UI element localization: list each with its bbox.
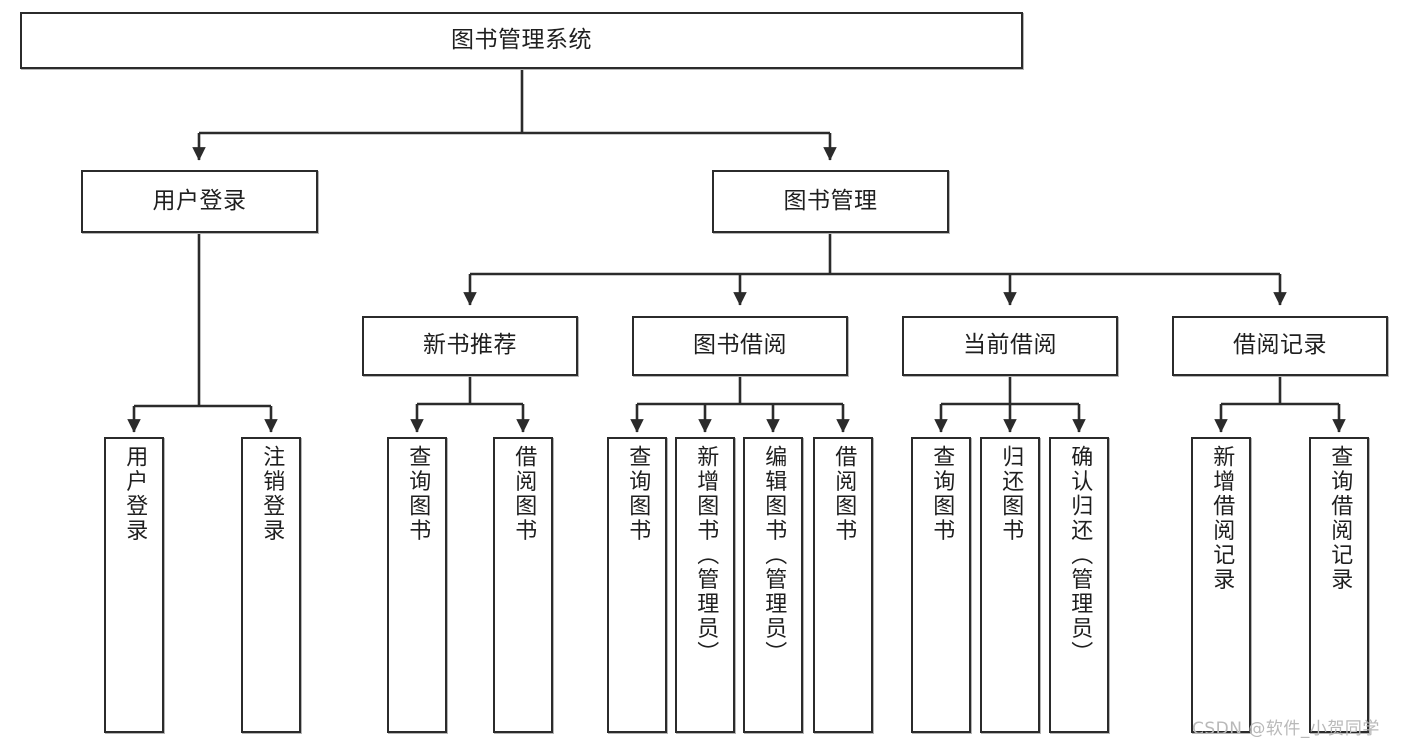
node-current-borrow[interactable]: 当前借阅 <box>902 316 1118 376</box>
leaf-query-book-current[interactable]: 查询图书 <box>911 437 971 733</box>
node-root-system[interactable]: 图书管理系统 <box>20 12 1023 69</box>
leaf-user-login[interactable]: 用户登录 <box>104 437 164 733</box>
leaf-query-book-recommend[interactable]: 查询图书 <box>387 437 447 733</box>
node-label: 图书管理系统 <box>451 26 592 53</box>
leaf-add-book[interactable]: 新增图书（管理员） <box>675 437 735 733</box>
leaf-borrow-book[interactable]: 借阅图书 <box>813 437 873 733</box>
leaf-logout-login[interactable]: 注销登录 <box>241 437 301 733</box>
node-label: 当前借阅 <box>963 332 1057 359</box>
node-label: 查询借阅记录 <box>1327 445 1353 592</box>
node-user-login[interactable]: 用户登录 <box>81 170 318 233</box>
node-borrow-record[interactable]: 借阅记录 <box>1172 316 1388 376</box>
node-label: 确认归还（管理员） <box>1067 445 1093 666</box>
node-label: 新书推荐 <box>423 332 517 359</box>
node-book-borrow[interactable]: 图书借阅 <box>632 316 848 376</box>
leaf-query-borrow-record[interactable]: 查询借阅记录 <box>1309 437 1369 733</box>
node-book-management[interactable]: 图书管理 <box>712 170 949 233</box>
node-label: 借阅记录 <box>1233 332 1327 359</box>
leaf-borrow-book-recommend[interactable]: 借阅图书 <box>493 437 553 733</box>
node-label: 图书管理 <box>783 187 878 214</box>
node-label: 图书借阅 <box>693 332 787 359</box>
node-label: 注销登录 <box>259 445 285 543</box>
node-label: 借阅图书 <box>831 445 857 543</box>
node-label: 编辑图书（管理员） <box>761 445 787 666</box>
csdn-watermark: CSDN @软件_小贺同学 <box>1192 719 1380 739</box>
node-label: 查询图书 <box>625 445 651 543</box>
node-label: 借阅图书 <box>511 445 537 543</box>
node-label: 新增借阅记录 <box>1209 445 1235 592</box>
node-label: 查询图书 <box>405 445 431 543</box>
node-label: 新增图书（管理员） <box>693 445 719 666</box>
leaf-confirm-return[interactable]: 确认归还（管理员） <box>1049 437 1109 733</box>
leaf-edit-book[interactable]: 编辑图书（管理员） <box>743 437 803 733</box>
leaf-query-book-borrow[interactable]: 查询图书 <box>607 437 667 733</box>
node-label: 用户登录 <box>152 187 247 214</box>
node-new-book-recommend[interactable]: 新书推荐 <box>362 316 578 376</box>
leaf-add-borrow-record[interactable]: 新增借阅记录 <box>1191 437 1251 733</box>
leaf-return-book[interactable]: 归还图书 <box>980 437 1040 733</box>
node-label: 归还图书 <box>998 445 1024 543</box>
node-label: 查询图书 <box>929 445 955 543</box>
node-label: 用户登录 <box>122 445 148 543</box>
